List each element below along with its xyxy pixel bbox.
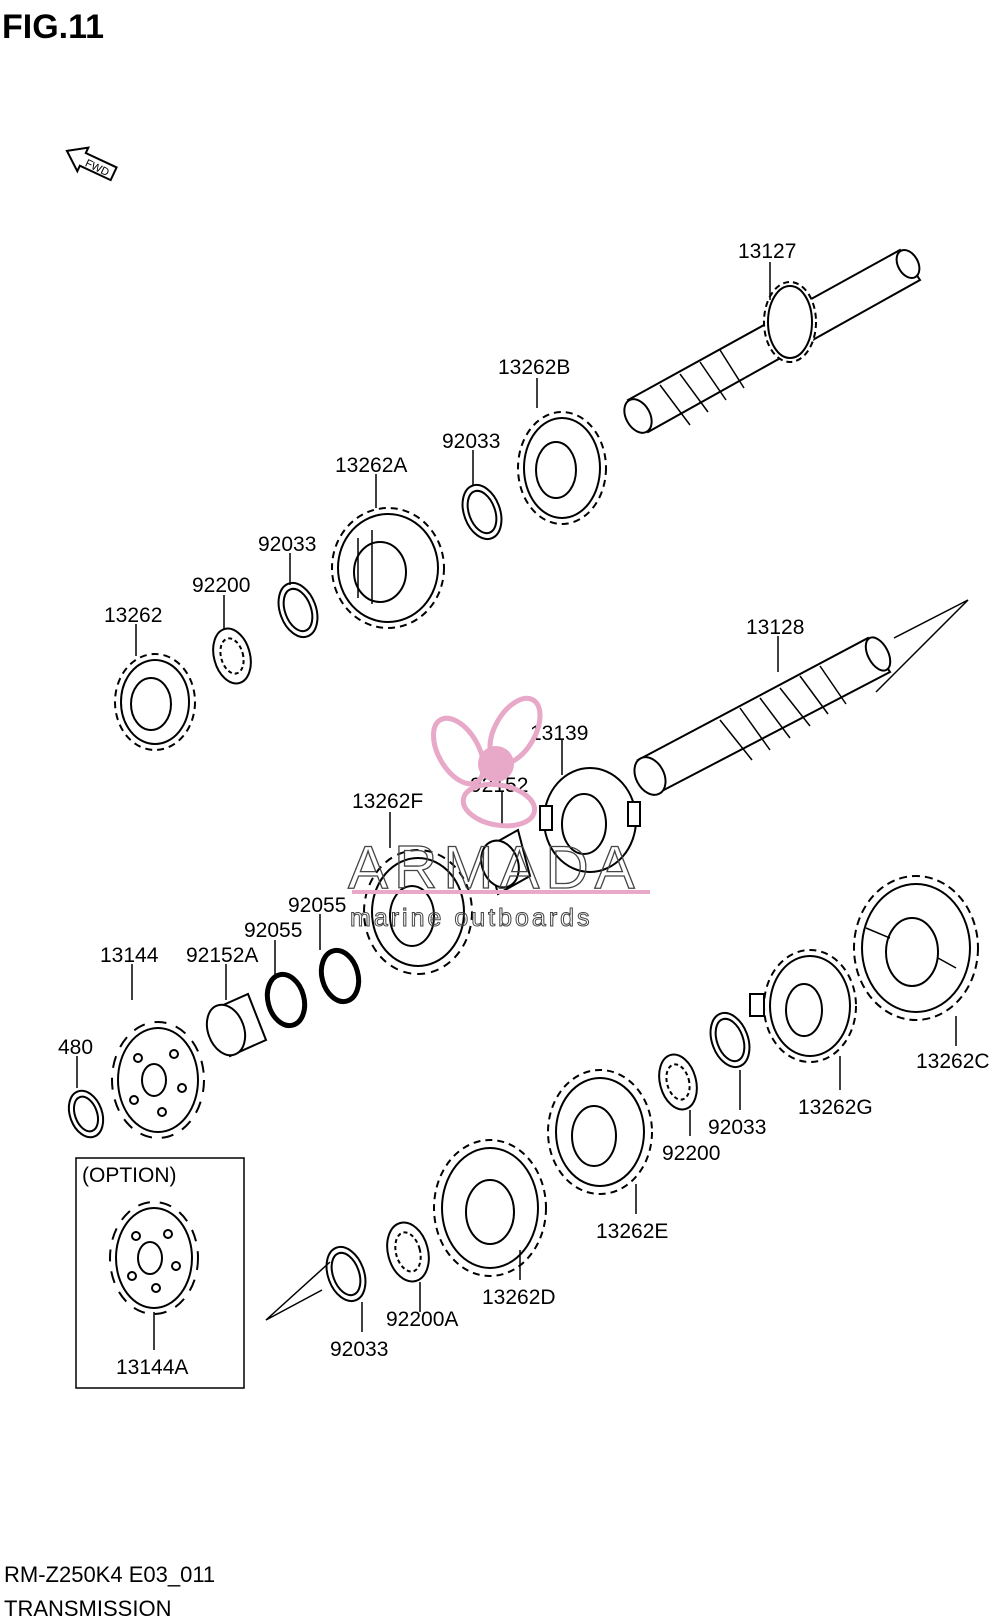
label-13262G: 13262G [798,1096,873,1119]
label-13139: 13139 [530,722,588,745]
circlip-92033-mid [277,581,319,639]
label-13262C: 13262C [916,1050,990,1073]
label-92033-top: 92033 [442,430,500,453]
label-13144A: 13144A [116,1356,188,1379]
label-92200-right: 92200 [662,1142,720,1165]
fwd-label: FWD [83,157,111,178]
bushing-92152 [480,828,532,896]
footer-section: TRANSMISSION [4,1596,171,1621]
label-13262: 13262 [104,604,162,627]
label-92152A: 92152A [186,944,258,967]
label-13144: 13144 [100,944,159,967]
bushing-92152A [205,992,268,1058]
propeller-logo-icon [431,695,543,829]
gear-13262B [517,411,607,525]
circlip-92033-right [709,1011,751,1069]
o-ring-92055-b [264,971,308,1029]
label-92055-b: 92055 [244,919,302,942]
part-13139 [539,767,641,873]
washer-92200 [212,627,252,685]
circlip-92033-bottom [325,1245,367,1303]
sprocket-13144 [111,1021,205,1139]
option-box: (OPTION) 13144A [75,1157,245,1389]
label-92200A: 92200A [386,1308,458,1331]
fwd-arrow-icon: FWD [65,146,118,182]
figure-title: FIG.11 [2,8,104,46]
option-box-title: (OPTION) [82,1164,177,1187]
gear-13262F [363,849,473,975]
label-480: 480 [58,1036,93,1059]
watermark-sub: marine outboards [350,904,593,932]
label-13262E: 13262E [596,1220,668,1243]
watermark: ARMADA marine outboards [347,695,650,933]
label-92055-a: 92055 [288,894,346,917]
gear-13262 [114,653,196,751]
label-92033-mid: 92033 [258,533,316,556]
label-13262B: 13262B [498,356,570,379]
label-13262D: 13262D [482,1286,556,1309]
gear-13262A [331,507,445,629]
gear-13262D [433,1139,547,1277]
sprocket-13144A [109,1201,199,1315]
washer-92200-right [658,1053,698,1111]
circlip-92033-top [461,483,503,541]
label-92200: 92200 [192,574,250,597]
label-13127: 13127 [738,240,796,263]
shaft-13128 [633,636,892,796]
circlip-480 [67,1089,105,1139]
label-13128: 13128 [746,616,804,639]
gear-13262E [547,1069,653,1195]
footer-model: RM-Z250K4 E03_011 [4,1562,215,1587]
label-92033-bottom: 92033 [330,1338,388,1361]
watermark-brand: ARMADA [348,834,641,901]
gear-13262C [853,875,979,1021]
label-13262F: 13262F [352,790,423,813]
washer-92200A [386,1221,430,1283]
gear-13262G [749,949,857,1063]
label-92033-right: 92033 [708,1116,766,1139]
label-13262A: 13262A [335,454,407,477]
o-ring-92055-a [318,947,362,1005]
shaft-13127 [623,248,922,434]
